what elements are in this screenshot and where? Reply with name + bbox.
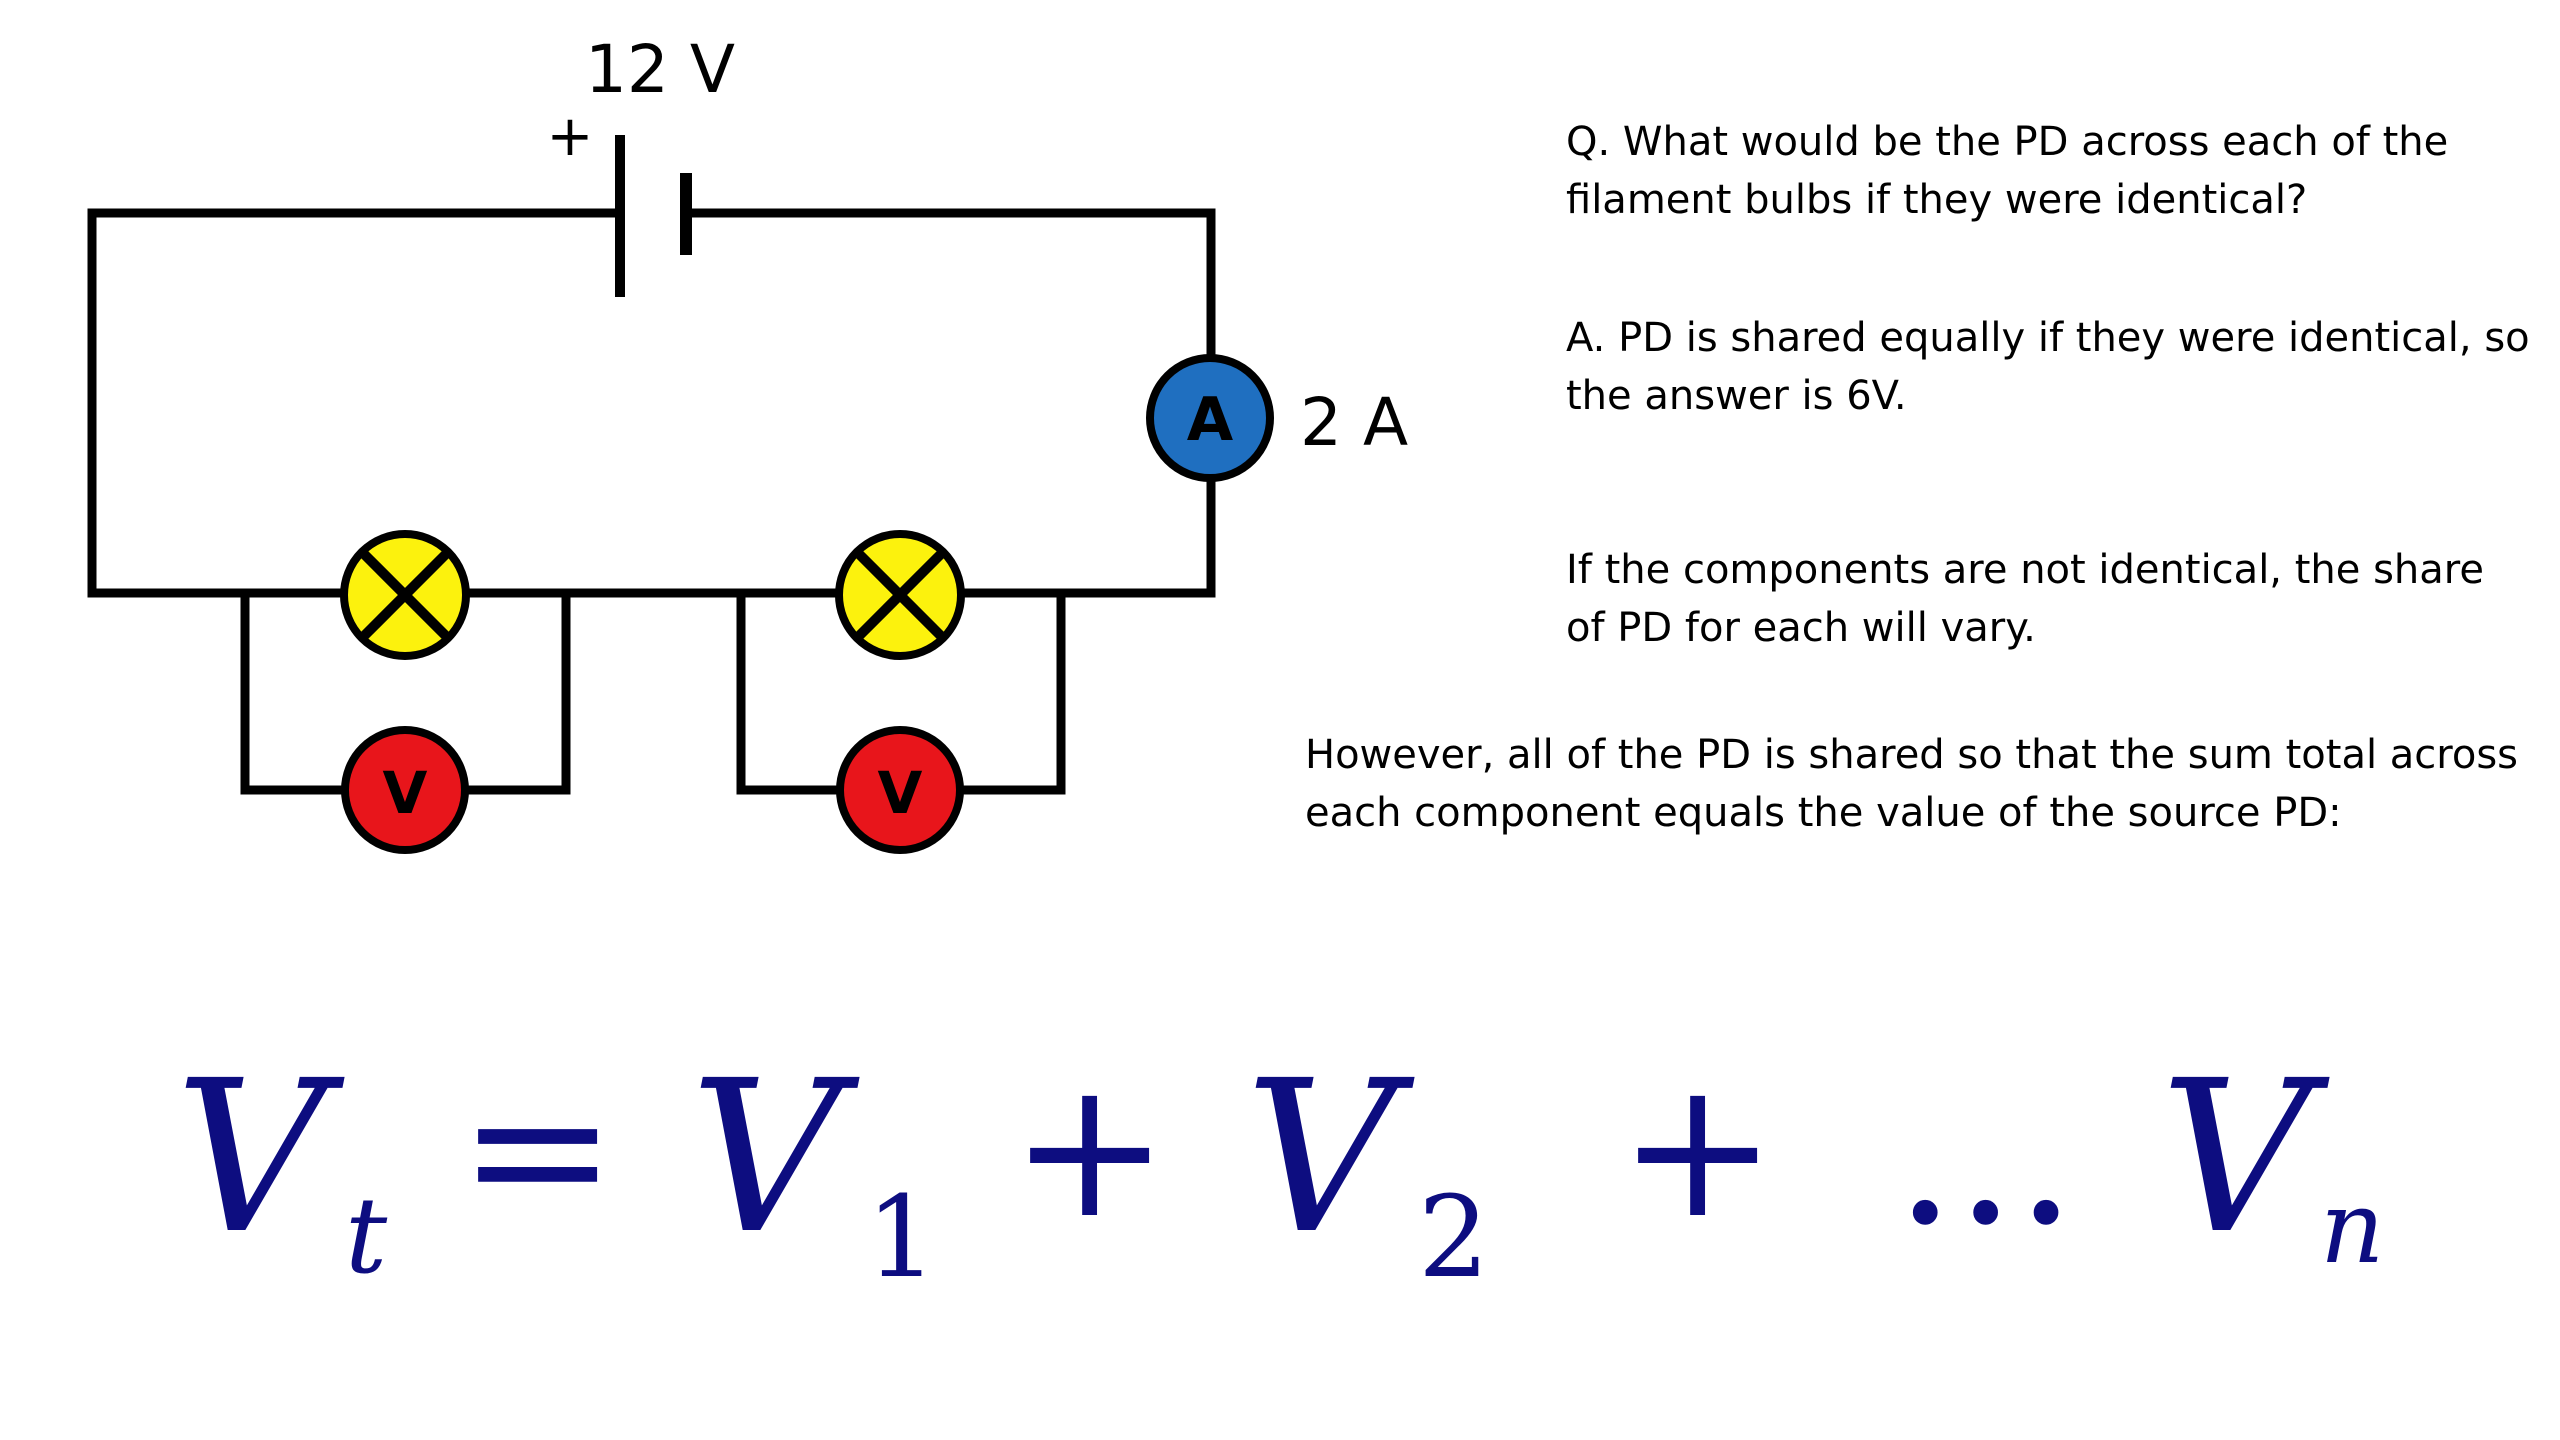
non-identical-line-1: If the components are not identical, the… xyxy=(1566,547,2484,593)
question-line-1: Q. What would be the PD across each of t… xyxy=(1566,119,2449,165)
voltmeter-1-symbol: V xyxy=(383,759,428,827)
sum-rule-line-1: However, all of the PD is shared so that… xyxy=(1305,732,2519,778)
voltmeter-2-body xyxy=(836,726,964,854)
filament-bulb-2 xyxy=(835,530,965,660)
eq-term1-symbol: V xyxy=(690,1035,860,1280)
voltmeter-1: V xyxy=(341,726,469,854)
ammeter-reading: 2 A xyxy=(1300,384,1408,461)
eq-equals: = xyxy=(458,1039,617,1260)
ammeter: A xyxy=(1146,354,1274,482)
circuit-wires xyxy=(87,208,1216,795)
bulb-1-cross-b xyxy=(358,548,452,642)
wire-voltmeter-2-loop-right xyxy=(955,588,1066,795)
eq-termn-symbol: V xyxy=(2160,1035,2330,1280)
ammeter-symbol: A xyxy=(1187,385,1234,455)
voltmeter-2-symbol: V xyxy=(878,759,923,827)
eq-termn-subscript: n xyxy=(2320,1169,2384,1286)
filament-bulb-1 xyxy=(340,530,470,660)
circuit-diagram: 12 V + A 2 A V V xyxy=(87,31,1408,854)
eq-total-subscript: t xyxy=(345,1175,388,1297)
voltage-sum-equation: V t = V 1 + V 2 + ... V n xyxy=(175,1035,2384,1303)
wire-voltmeter-1-loop-right xyxy=(460,588,571,795)
battery-plus-sign: + xyxy=(547,104,594,169)
non-identical-line-2: of PD for each will vary. xyxy=(1566,605,2036,651)
eq-term2-symbol: V xyxy=(1245,1035,1415,1280)
bulb-2-cross-b xyxy=(853,548,947,642)
eq-plus-1: + xyxy=(1010,1039,1169,1260)
non-identical-text: If the components are not identical, the… xyxy=(1566,541,2484,657)
sum-rule-text: However, all of the PD is shared so that… xyxy=(1305,726,2518,842)
answer-text: A. PD is shared equally if they were ide… xyxy=(1566,309,2530,425)
question-text: Q. What would be the PD across each of t… xyxy=(1566,113,2448,229)
wire-voltmeter-2-loop xyxy=(736,588,845,795)
wire-top-left xyxy=(87,208,625,598)
ammeter-body xyxy=(1146,354,1274,482)
question-line-2: filament bulbs if they were identical? xyxy=(1566,177,2308,223)
eq-plus-2: + xyxy=(1618,1039,1777,1260)
answer-line-1: A. PD is shared equally if they were ide… xyxy=(1566,315,2530,361)
eq-total-symbol: V xyxy=(175,1035,345,1280)
voltmeter-1-body xyxy=(341,726,469,854)
eq-term2-subscript: 2 xyxy=(1418,1173,1489,1303)
wire-voltmeter-1-loop xyxy=(240,588,350,795)
sum-rule-line-2: each component equals the value of the s… xyxy=(1305,790,2342,836)
battery-voltage-label: 12 V xyxy=(585,31,735,108)
answer-line-2: the answer is 6V. xyxy=(1566,373,1907,419)
eq-ellipsis: ... xyxy=(1895,1046,2076,1267)
eq-term1-subscript: 1 xyxy=(866,1173,937,1303)
battery-cell xyxy=(615,135,692,297)
voltmeter-2: V xyxy=(836,726,964,854)
